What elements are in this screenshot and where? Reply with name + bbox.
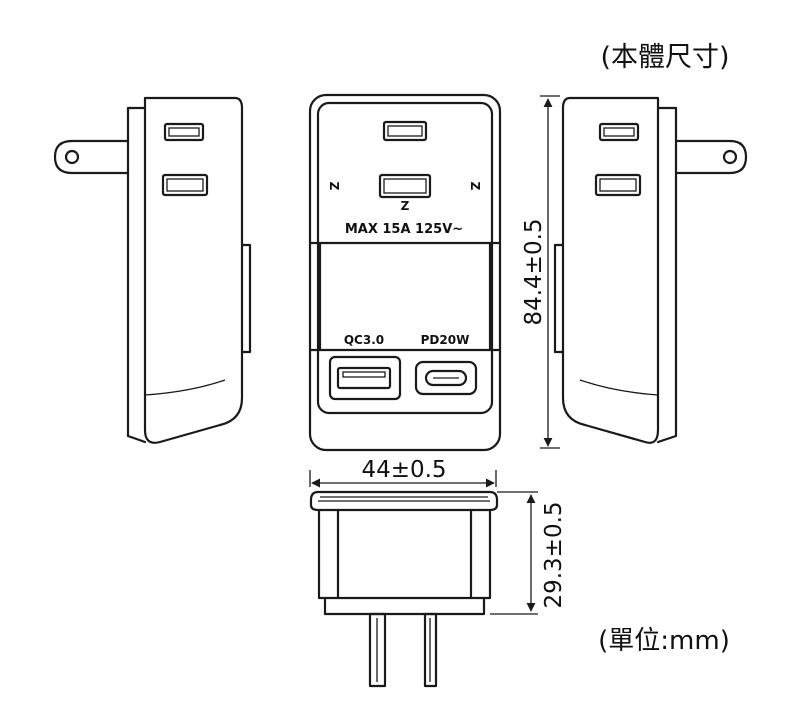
bottom-view: 44±0.5 29.3±0.5 xyxy=(309,457,567,688)
n-mark-center: Z xyxy=(401,199,410,213)
prong-hole-icon xyxy=(722,149,738,165)
n-mark-left: Z xyxy=(327,182,341,191)
width-dimension-label: 44±0.5 xyxy=(361,457,446,483)
plug-prong xyxy=(423,612,438,688)
pd-port-label: PD20W xyxy=(421,333,470,347)
height-dimension-label: 84.4±0.5 xyxy=(521,218,547,325)
outlet-slot xyxy=(594,173,642,197)
outlet-slot xyxy=(161,173,209,197)
outlet-slot xyxy=(163,122,205,142)
usb-c-port-icon xyxy=(414,360,478,396)
drawing-title: (本體尺寸) xyxy=(600,42,729,73)
right-side-view xyxy=(553,96,748,444)
unit-note: (單位:mm) xyxy=(598,626,730,656)
plug-prong xyxy=(368,612,387,688)
height-dimension: 84.4±0.5 xyxy=(521,95,560,449)
outlet-slot xyxy=(598,122,640,142)
outlet-slot xyxy=(378,173,432,199)
front-view: Z Z Z MAX 15A 125V~ QC3.0 PD20W xyxy=(308,93,502,452)
depth-dimension-label: 29.3±0.5 xyxy=(541,501,567,608)
usb-a-port-icon xyxy=(328,355,402,401)
n-mark-right: Z xyxy=(468,182,482,191)
outlet-slot xyxy=(382,120,428,142)
rating-label: MAX 15A 125V~ xyxy=(345,222,463,237)
prong-hole-icon xyxy=(64,149,80,165)
left-side-view xyxy=(53,96,252,444)
qc-port-label: QC3.0 xyxy=(344,333,384,347)
